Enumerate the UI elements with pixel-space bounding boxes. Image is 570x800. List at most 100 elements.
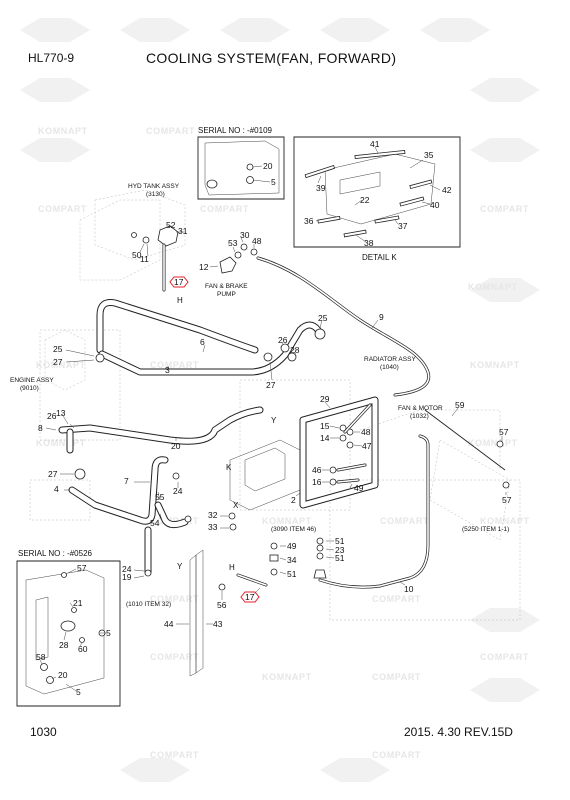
fan-motor-code: (1032) xyxy=(410,413,429,420)
fitting-51-rr xyxy=(316,552,324,560)
watermark-compart: COMPART xyxy=(200,204,249,214)
fitting-14 xyxy=(339,434,347,442)
callout-47: 47 xyxy=(362,441,372,451)
callout-48: 48 xyxy=(252,236,262,246)
watermark-komnapt: KOMNAPT xyxy=(468,282,518,292)
callout-12: 12 xyxy=(199,262,209,272)
strip-38 xyxy=(343,229,367,238)
detail-k-plate xyxy=(324,153,436,225)
fitting-16 xyxy=(329,478,337,486)
engine-name: ENGINE ASSY xyxy=(10,377,54,384)
hose-17-bottom: 17 56 xyxy=(217,573,268,610)
fan-motor-name: FAN & MOTOR xyxy=(398,405,443,412)
callout-5: 5 xyxy=(106,628,111,638)
callout-36: 36 xyxy=(304,216,314,226)
radiator-frame-29: 29 15 14 48 47 xyxy=(299,394,379,509)
callout-49: 49 xyxy=(354,483,364,493)
ghost-chassis-outline xyxy=(29,199,521,621)
watermark-compart: COMPART xyxy=(38,204,87,214)
fitting-50 xyxy=(313,569,327,579)
watermark-komnapt: KOMNAPT xyxy=(262,672,312,682)
fitting-57-low xyxy=(502,481,510,489)
fan-brake-pump-group: 30 48 53 12 FAN & BRAKE PUMP xyxy=(199,230,262,298)
callout-57: 57 xyxy=(499,427,509,437)
callout-6: 6 xyxy=(200,337,205,347)
engine-code: (9010) xyxy=(20,385,39,392)
strip-41 xyxy=(354,149,406,160)
washer-33 xyxy=(229,523,237,531)
ref-1010-label: (1010 ITEM 32) xyxy=(126,601,171,608)
watermark-compart: COMPART xyxy=(480,204,529,214)
serial-top-label: SERIAL NO : -#0109 xyxy=(198,126,273,135)
fan-brake-label-line1: FAN & BRAKE xyxy=(205,283,248,290)
callout-30: 30 xyxy=(240,230,250,240)
watermark-komnapt: KOMNAPT xyxy=(480,516,530,526)
fitting-30 xyxy=(240,243,248,251)
callout-24: 24 xyxy=(173,486,183,496)
callout-15: 15 xyxy=(320,421,330,431)
hyd-tank-name: HYD TANK ASSY xyxy=(128,183,180,190)
fitting-23 xyxy=(316,544,324,552)
callout-39: 39 xyxy=(316,183,326,193)
watermark-komnapt: KOMNAPT xyxy=(36,438,86,448)
fitting-19 xyxy=(144,569,152,577)
ref-5250-label: (5250 ITEM 1-1) xyxy=(462,526,509,533)
bolt-20 xyxy=(246,163,254,171)
callout-17-hex-marker-bottom xyxy=(240,591,260,603)
callout-56: 56 xyxy=(217,600,227,610)
watermark-compart: COMPART xyxy=(372,750,421,760)
callout-24: 24 xyxy=(122,564,132,574)
callout-3: 3 xyxy=(165,365,170,375)
watermark-compart: COMPART xyxy=(150,360,199,370)
callout-25: 25 xyxy=(53,344,63,354)
fitting-20-bottom xyxy=(46,676,54,684)
watermark-compart: COMPART xyxy=(372,672,421,682)
serial-top-frame xyxy=(197,136,285,200)
letter-h: H xyxy=(229,563,235,572)
watermark-compart: COMPART xyxy=(480,652,529,662)
serial-bottom-label: SERIAL NO : -#0526 xyxy=(18,549,93,558)
callout-16: 16 xyxy=(312,477,322,487)
elbow-31 xyxy=(157,225,179,247)
callout-51: 51 xyxy=(335,536,345,546)
detail-k-frame xyxy=(293,136,461,248)
strip-42 xyxy=(409,179,433,190)
detail-k-group: 39 41 35 42 40 22 37 38 36 DETAIL K xyxy=(293,136,461,262)
callout-9: 9 xyxy=(379,312,384,322)
watermark-komnapt: KOMNAPT xyxy=(262,516,312,526)
watermark-komnapt: KOMNAPT xyxy=(38,126,88,136)
callout-27: 27 xyxy=(48,469,58,479)
watermark-compart: COMPART xyxy=(150,594,199,604)
tube-20: 20 8 26 13 xyxy=(38,406,264,454)
callout-11: 11 xyxy=(140,254,149,264)
fittings-46-16-49: 46 16 49 xyxy=(312,463,367,493)
letter-y: Y xyxy=(177,562,183,571)
callout-43: 43 xyxy=(213,619,223,629)
watermark-komnapt: KOMNAPT xyxy=(36,360,86,370)
callout-8: 8 xyxy=(38,423,43,433)
hose-9: 9 xyxy=(256,256,431,397)
callout-17: 17 xyxy=(174,277,184,287)
callout-38: 38 xyxy=(364,238,374,248)
fitting-58 xyxy=(40,663,48,671)
callout-35: 35 xyxy=(424,150,434,160)
callout-27: 27 xyxy=(266,380,276,390)
hose-10: 10 xyxy=(318,434,430,594)
watermark-compart: COMPART xyxy=(150,652,199,662)
callout-57: 57 xyxy=(502,495,512,505)
clamp-27-mid xyxy=(263,352,273,362)
letter-y: Y xyxy=(271,416,277,425)
fitting-51-r xyxy=(316,537,324,545)
callout-21: 21 xyxy=(73,598,83,608)
fitting-47 xyxy=(346,441,354,449)
serial-bottom-frame xyxy=(16,560,121,707)
callout-48: 48 xyxy=(361,427,371,437)
fitting-stack-34: 49 34 51 xyxy=(269,541,297,579)
serial-top-group: SERIAL NO : -#0109 20 5 xyxy=(197,126,285,200)
callout-50: 50 xyxy=(132,250,142,260)
callout-49: 49 xyxy=(287,541,297,551)
serial-bottom-plate xyxy=(25,569,105,695)
callout-25: 25 xyxy=(318,313,328,323)
